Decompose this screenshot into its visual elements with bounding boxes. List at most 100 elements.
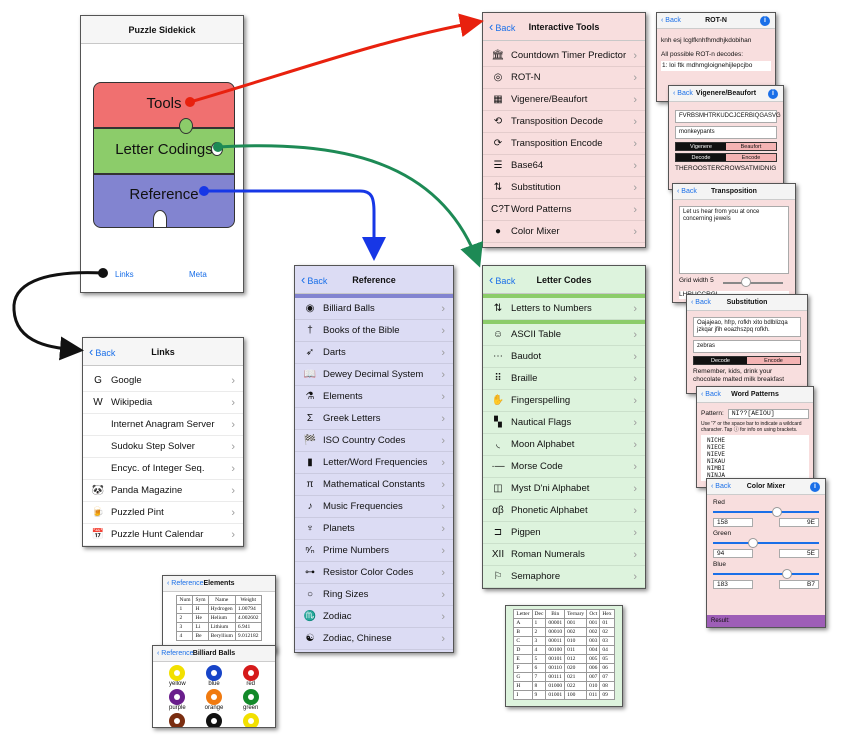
channel-slider[interactable] (713, 569, 819, 579)
seg-vigenere[interactable]: Vigenere (676, 143, 726, 150)
reference-item-planets[interactable]: ♆Planets› (295, 518, 453, 540)
back-button[interactable]: ‹ Back (691, 299, 711, 306)
reference-item-resistor-color-codes[interactable]: ⊶Resistor Color Codes› (295, 562, 453, 584)
vigenere-text[interactable]: FVRBSMHTRKUDCJCERBIQGASVG (675, 110, 781, 123)
tools-item-base64[interactable]: ☰Base64› (483, 155, 645, 177)
billiard-ball[interactable]: yellow (159, 665, 196, 687)
channel-dec[interactable]: 158 (713, 518, 753, 527)
tools-item-rot-n[interactable]: ◎ROT-N› (483, 67, 645, 89)
back-button[interactable]: ‹Back (489, 13, 515, 42)
reference-item-elements[interactable]: ⚗Elements› (295, 386, 453, 408)
billiard-ball[interactable]: blue (196, 665, 233, 687)
back-button[interactable]: ‹Back (489, 266, 515, 295)
billiard-ball[interactable]: purple (159, 689, 196, 711)
vigenere-key[interactable]: monkeypants (675, 126, 777, 139)
back-button[interactable]: ‹ Back (711, 483, 731, 490)
rotn-input[interactable]: knh esj lcglfknhfhmdhjkdobihan (661, 37, 752, 44)
reference-item-music-frequencies[interactable]: ♪Music Frequencies› (295, 496, 453, 518)
tools-item-countdown-timer-predictor[interactable]: 🏛Countdown Timer Predictor› (483, 45, 645, 67)
letter-codes-item-baudot[interactable]: ⋯Baudot› (483, 346, 645, 368)
substitution-key[interactable]: zebras (693, 340, 801, 353)
billiard-ball[interactable] (196, 713, 233, 727)
reference-item-dewey-decimal-system[interactable]: 📖Dewey Decimal System› (295, 364, 453, 386)
letter-codes-item-ascii-table[interactable]: ☺ASCII Table› (483, 324, 645, 346)
letter-codes-item-semaphore[interactable]: ⚐Semaphore› (483, 566, 645, 588)
grid-width-knob[interactable] (741, 277, 751, 287)
seg-encode[interactable]: Encode (726, 154, 776, 161)
channel-slider[interactable] (713, 538, 819, 548)
billiard-ball[interactable] (232, 713, 269, 727)
channel-dec[interactable]: 94 (713, 549, 753, 558)
back-button[interactable]: ‹ Back (701, 391, 721, 398)
slider-knob[interactable] (781, 569, 792, 579)
slider-knob[interactable] (748, 538, 759, 548)
letter-codes-item-braille[interactable]: ⠿Braille› (483, 368, 645, 390)
reference-item-books-of-the-bible[interactable]: †Books of the Bible› (295, 320, 453, 342)
reference-item-darts[interactable]: ➶Darts› (295, 342, 453, 364)
billiard-ball[interactable]: green (232, 689, 269, 711)
reference-item-ring-sizes[interactable]: ○Ring Sizes› (295, 584, 453, 606)
tools-item-color-mixer[interactable]: ●Color Mixer› (483, 221, 645, 243)
seg-beaufort[interactable]: Beaufort (726, 143, 776, 150)
back-button[interactable]: ‹ Back (661, 17, 681, 24)
letter-codes-item-morse-code[interactable]: ·—Morse Code› (483, 456, 645, 478)
letter-codes-item-myst-d-ni-alphabet[interactable]: ◫Myst D'ni Alphabet› (483, 478, 645, 500)
channel-hex[interactable]: 9E (779, 518, 819, 527)
letter-codes-item-fingerspelling[interactable]: ✋Fingerspelling› (483, 390, 645, 412)
info-icon[interactable]: i (768, 89, 778, 99)
substitution-text[interactable]: Oajajeao, hfrp, rofkh xito bdlblizqa jzk… (693, 317, 801, 337)
channel-hex[interactable]: 5E (779, 549, 819, 558)
grid-width-slider[interactable] (723, 282, 783, 284)
letter-codes-item-nautical-flags[interactable]: ▚Nautical Flags› (483, 412, 645, 434)
letter-codes-item-moon-alphabet[interactable]: ◟Moon Alphabet› (483, 434, 645, 456)
seg-decode[interactable]: Decode (676, 154, 726, 161)
channel-hex[interactable]: B7 (779, 580, 819, 589)
slider-knob[interactable] (772, 507, 783, 517)
back-button[interactable]: ‹ Back (673, 90, 693, 97)
letter-codes-item-pigpen[interactable]: ⊐Pigpen› (483, 522, 645, 544)
tools-item-transposition-decode[interactable]: ⟲Transposition Decode› (483, 111, 645, 133)
back-button[interactable]: ‹ Back (677, 188, 697, 195)
reference-item-zodiac[interactable]: ♏Zodiac› (295, 606, 453, 628)
links-item-encyc-of-integer-seq[interactable]: Encyc. of Integer Seq.› (83, 458, 243, 480)
seg-encode[interactable]: Encode (747, 357, 800, 364)
links-item-panda-magazine[interactable]: 🐼Panda Magazine› (83, 480, 243, 502)
tools-item-substitution[interactable]: ⇅Substitution› (483, 177, 645, 199)
info-icon[interactable]: i (810, 482, 820, 492)
links-item-puzzled-pint[interactable]: 🍺Puzzled Pint› (83, 502, 243, 524)
billiard-ball[interactable]: orange (196, 689, 233, 711)
tab-meta[interactable]: Meta (189, 270, 207, 279)
links-item-internet-anagram-server[interactable]: Internet Anagram Server› (83, 414, 243, 436)
back-button[interactable]: ‹Back (89, 338, 115, 367)
transposition-text[interactable]: Let us hear from you at once concerning … (679, 206, 789, 274)
pattern-input[interactable]: NI??[AEIOU] (727, 409, 809, 419)
letter-codes-item-letters-to-numbers[interactable]: ⇅Letters to Numbers› (483, 298, 645, 320)
back-button[interactable]: ‹Back (301, 266, 327, 295)
seg-decode[interactable]: Decode (694, 357, 747, 364)
links-item-sudoku-step-solver[interactable]: Sudoku Step Solver› (83, 436, 243, 458)
channel-dec[interactable]: 183 (713, 580, 753, 589)
tools-item-transposition-encode[interactable]: ⟳Transposition Encode› (483, 133, 645, 155)
back-button[interactable]: ‹ Reference (157, 650, 194, 657)
reference-item-iso-country-codes[interactable]: 🏁ISO Country Codes› (295, 430, 453, 452)
billiard-ball[interactable] (159, 713, 196, 727)
channel-slider[interactable] (713, 507, 819, 517)
reference-item-letter-word-frequencies[interactable]: ▮Letter/Word Frequencies› (295, 452, 453, 474)
billiard-ball[interactable]: red (232, 665, 269, 687)
back-button[interactable]: ‹ Reference (167, 580, 204, 587)
links-item-puzzle-hunt-calendar[interactable]: 📅Puzzle Hunt Calendar› (83, 524, 243, 546)
info-icon[interactable]: i (760, 16, 770, 26)
reference-item-billiard-balls[interactable]: ◉Billiard Balls› (295, 298, 453, 320)
reference-item-zodiac-chinese[interactable]: ☯Zodiac, Chinese› (295, 628, 453, 650)
